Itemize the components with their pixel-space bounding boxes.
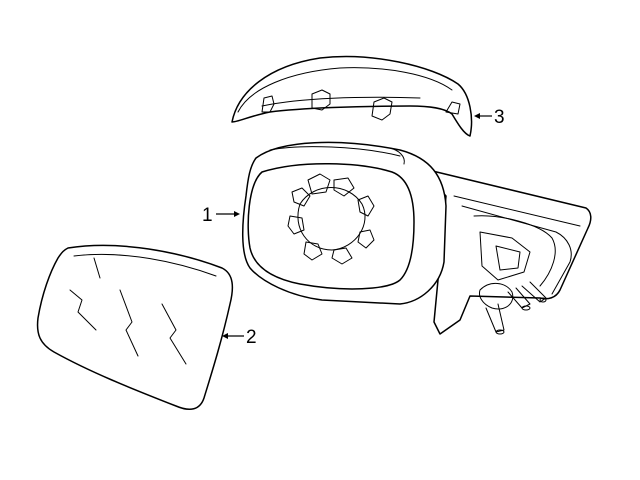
glass-reflection-marks: [69, 257, 187, 365]
callout-number-3: 3: [494, 107, 505, 128]
cover-clip-tabs: [261, 89, 461, 121]
callout-number-1: 1: [202, 205, 213, 226]
callout-2: 2: [222, 327, 257, 348]
part-1-mirror-assembly[interactable]: [241, 141, 592, 335]
actuator-mount-pads: [287, 173, 375, 265]
motor-mechanism: [479, 231, 547, 335]
callout-3: 3: [474, 107, 505, 128]
part-2-mirror-glass[interactable]: [36, 244, 234, 411]
callout-number-2: 2: [246, 327, 257, 348]
callout-1: 1: [202, 205, 240, 226]
part-3-mirror-cover[interactable]: [231, 55, 473, 137]
